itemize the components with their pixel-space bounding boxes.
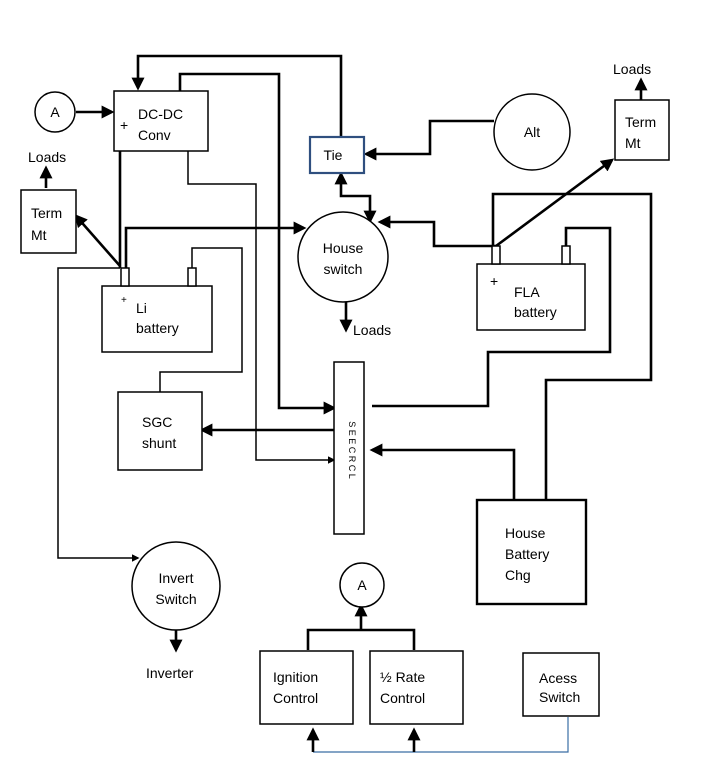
term-mt-left: Term Mt [20,189,77,254]
dcdc-plus: + [120,117,128,133]
li-label-2: battery [136,320,179,336]
tie-box: Tie [308,135,366,175]
sgc-label-1: SGC [142,414,172,430]
bus-label: S E E C R C L [347,421,357,479]
term-mt-right-label-1: Term [625,114,656,130]
access-label-2: Switch [539,689,580,705]
li-plus: + [121,295,127,306]
house-switch-label-1: House [323,240,364,256]
invert-switch: Invert Switch [131,541,221,631]
dcdc-label-1: DC-DC [138,106,183,122]
li-battery: + Li battery [101,267,213,353]
house-chg-label-3: Chg [505,567,531,583]
ammeter-bottom-label: A [357,577,367,593]
ignition-control: Ignition Control [259,650,354,725]
fla-label-1: FLA [514,284,540,300]
half-rate-control: ½ Rate Control [369,650,464,725]
wires [39,54,653,753]
fla-battery: + FLA battery [476,245,586,331]
half-rate-label-1: ½ Rate [380,669,425,685]
li-label-1: Li [136,300,147,316]
bus-bar: S E E C R C L [333,361,365,535]
alternator: Alt [493,93,571,171]
inverter-label: Inverter [146,665,194,681]
half-rate-label-2: Control [380,690,425,706]
term-mt-left-label-1: Term [31,205,62,221]
house-chg-label-2: Battery [505,546,549,562]
alt-label: Alt [524,124,540,140]
sgc-shunt: SGC shunt [117,391,203,471]
ignition-label-2: Control [273,690,318,706]
fla-label-2: battery [514,304,557,320]
tie-label: Tie [324,147,343,163]
dcdc-converter: + DC-DC Conv [113,90,209,152]
sgc-label-2: shunt [142,435,176,451]
house-switch: House switch [297,211,389,303]
dcdc-label-2: Conv [138,127,171,143]
house-chg-label-1: House [505,525,546,541]
ammeter-top-label: A [50,104,60,120]
access-switch: Acess Switch [522,652,600,717]
invert-label-2: Switch [155,591,196,607]
term-mt-right-label-2: Mt [625,135,641,151]
loads-house-label: Loads [353,322,391,338]
term-mt-left-label-2: Mt [31,227,47,243]
loads-right-label: Loads [613,61,651,77]
access-label-1: Acess [539,670,577,686]
house-battery-charger: House Battery Chg [475,498,588,606]
invert-label-1: Invert [158,570,193,586]
fla-plus: + [490,273,498,289]
loads-left-label: Loads [28,149,66,165]
ignition-label-1: Ignition [273,669,318,685]
house-switch-label-2: switch [324,261,363,277]
ammeter-top: A [34,91,76,133]
term-mt-right: Term Mt [614,99,670,161]
ammeter-bottom: A [339,562,385,608]
